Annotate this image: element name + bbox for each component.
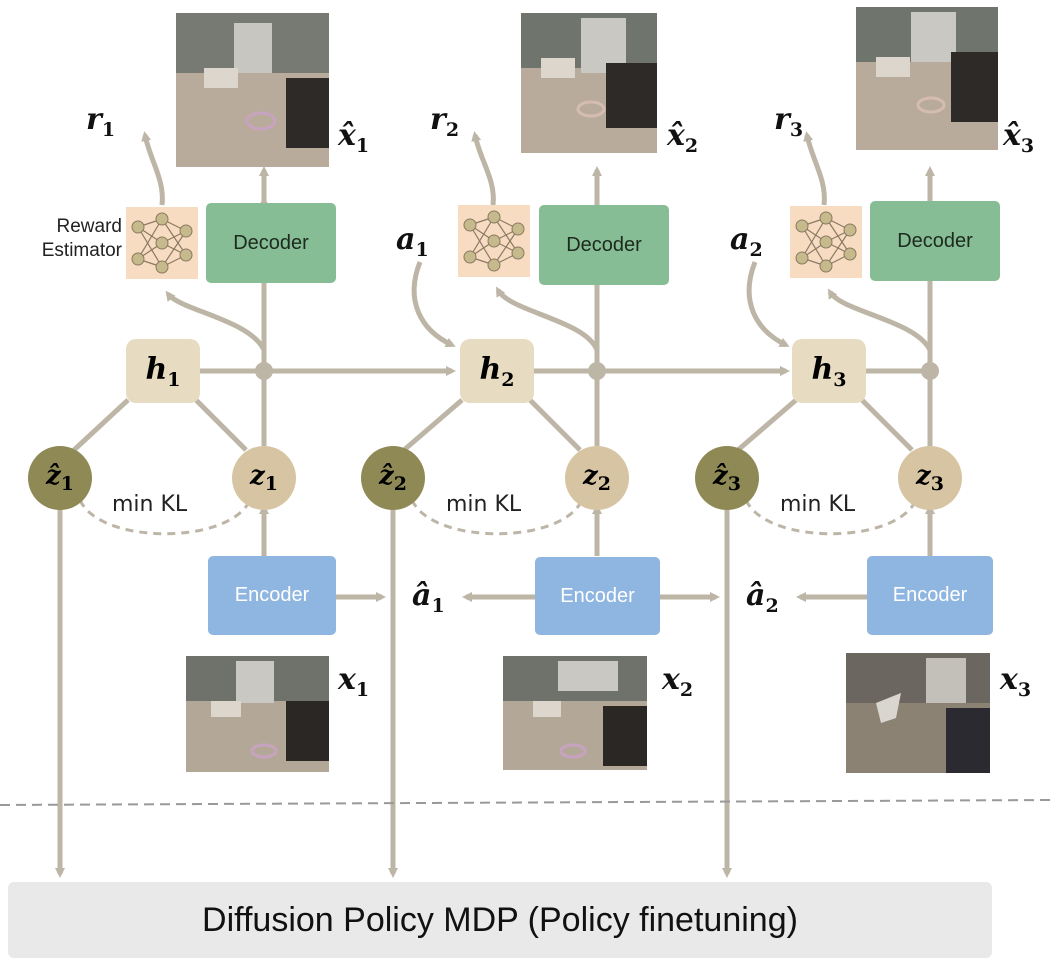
h2-label: h2 [479, 351, 515, 391]
reward-label-1: r1 [86, 102, 116, 141]
reward-label-line-1: Reward [56, 216, 122, 237]
hidden-state-node-1: h1 [126, 339, 200, 403]
policy-finetuning-bar: Diffusion Policy MDP (Policy finetuning) [8, 882, 992, 958]
neural-network-icon [795, 211, 857, 273]
hidden-state-node-3: h3 [792, 339, 866, 403]
encoder-box-3: Encoder [867, 556, 993, 635]
min-kl-label-2: min KL [446, 492, 522, 517]
encoder-box-1: Encoder [208, 556, 336, 635]
reconstructed-image-2 [521, 13, 657, 153]
reconstruction-label-3: x̂3 [1003, 118, 1035, 157]
neural-network-icon [131, 212, 193, 274]
min-kl-label-3: min KL [780, 492, 856, 517]
zhat2-label: ẑ2 [379, 460, 407, 496]
action-label-1: a1 [396, 222, 429, 261]
h3-label: h3 [811, 351, 847, 391]
bottom-bar-label: Diffusion Policy MDP (Policy finetuning) [202, 900, 798, 939]
reward-label-3: r3 [774, 102, 804, 141]
prior-latent-node-3: ẑ3 [695, 446, 759, 510]
reconstructed-image-3 [856, 7, 998, 150]
z2-label: z2 [583, 460, 611, 496]
observation-image-3 [846, 653, 990, 773]
posterior-latent-node-1: z1 [232, 446, 296, 510]
reward-label-line-2: Estimator [41, 240, 122, 261]
decoder-box-1: Decoder [206, 203, 336, 283]
neural-network-icon [463, 210, 525, 272]
min-kl-label-1: min KL [112, 492, 188, 517]
z1-label: z1 [250, 460, 278, 496]
observation-image-1 [186, 656, 329, 772]
prior-latent-node-1: ẑ1 [28, 446, 92, 510]
posterior-latent-node-2: z2 [565, 446, 629, 510]
reward-label-2: r2 [430, 102, 460, 141]
zhat1-label: ẑ1 [46, 460, 74, 496]
prior-latent-node-2: ẑ2 [361, 446, 425, 510]
action-label-2: a2 [730, 222, 763, 261]
h1-label: h1 [145, 351, 181, 391]
decoder-box-3: Decoder [870, 201, 1000, 281]
observation-label-2: x2 [662, 662, 694, 701]
reward-estimator-label: Reward Estimator [10, 215, 122, 263]
posterior-latent-node-3: z3 [898, 446, 962, 510]
encoder-box-2: Encoder [535, 557, 660, 635]
predicted-action-label-1: â1 [412, 578, 445, 617]
reconstruction-label-2: x̂2 [667, 118, 699, 157]
hidden-state-node-2: h2 [460, 339, 534, 403]
reconstructed-image-1 [176, 13, 329, 167]
reward-estimator-1 [126, 207, 198, 279]
observation-label-3: x3 [1000, 662, 1032, 701]
predicted-action-label-2: â2 [746, 578, 779, 617]
observation-image-2 [503, 656, 647, 770]
decoder-box-2: Decoder [539, 205, 669, 285]
reward-estimator-3 [790, 206, 862, 278]
z3-label: z3 [916, 460, 944, 496]
reconstruction-label-1: x̂1 [338, 118, 370, 157]
reward-estimator-2 [458, 205, 530, 277]
zhat3-label: ẑ3 [713, 460, 741, 496]
observation-label-1: x1 [338, 662, 370, 701]
